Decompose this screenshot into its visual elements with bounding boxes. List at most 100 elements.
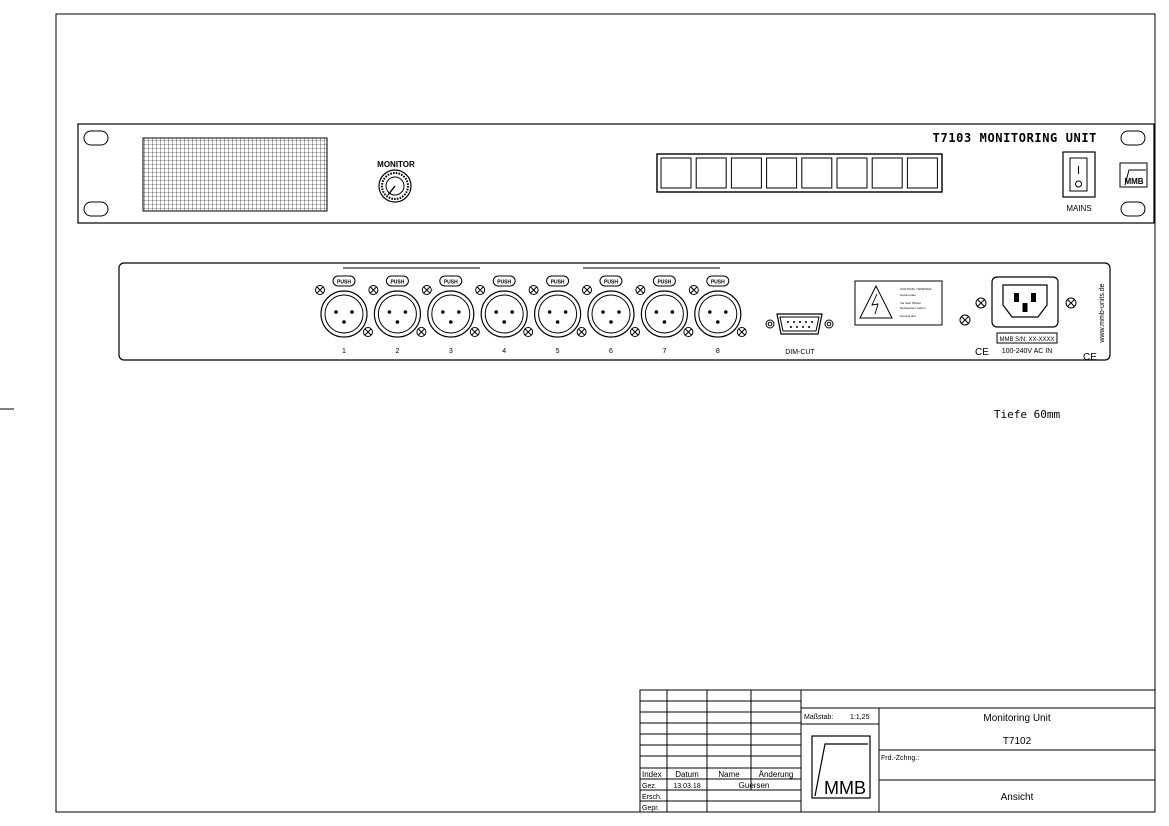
screw-6-2 bbox=[630, 327, 640, 337]
svg-text:Gerät erden: Gerät erden bbox=[900, 293, 916, 297]
select-button-8 bbox=[906, 157, 938, 189]
mains-label: MAINS bbox=[1066, 204, 1091, 213]
select-button-5 bbox=[801, 157, 833, 189]
drawing-frame bbox=[55, 13, 1156, 813]
serial-label-box bbox=[996, 332, 1058, 344]
svg-text:ACHTUNG / WARNING: ACHTUNG / WARNING bbox=[900, 287, 932, 291]
push-tab-4: PUSH bbox=[492, 275, 516, 287]
screw-8-1 bbox=[688, 285, 699, 295]
depth-note: Tiefe 60mm bbox=[994, 408, 1061, 421]
front-panel-outline bbox=[77, 123, 1155, 224]
xlr-connector-3 bbox=[427, 290, 475, 338]
rev-header-aenderung: Änderung bbox=[759, 770, 794, 779]
xlr-connector-1 bbox=[320, 290, 368, 338]
select-button-6 bbox=[836, 157, 868, 189]
svg-text:MMB: MMB bbox=[824, 778, 866, 798]
select-button-1 bbox=[660, 157, 692, 189]
rev-header-name: Name bbox=[718, 770, 740, 779]
xlr-number-8: 8 bbox=[716, 348, 720, 355]
push-tab-1: PUSH bbox=[332, 275, 356, 287]
svg-text:Vor dem Öffnen: Vor dem Öffnen bbox=[900, 301, 921, 305]
rev-header-index: Index bbox=[642, 770, 662, 779]
monitor-label: MONITOR bbox=[377, 160, 415, 169]
row-label-gepr: Gepr. bbox=[642, 805, 659, 812]
screw-5-1 bbox=[528, 285, 539, 295]
svg-text:Netzstecker ziehen: Netzstecker ziehen bbox=[900, 306, 926, 310]
screw-warning bbox=[959, 314, 971, 326]
row-datum-gez: 13.03.18 bbox=[673, 783, 700, 790]
svg-text:PUSH: PUSH bbox=[551, 280, 565, 286]
screw-1-1 bbox=[315, 285, 325, 295]
select-button-3 bbox=[730, 157, 762, 189]
screw-2-1 bbox=[368, 285, 379, 295]
screw-iec-left bbox=[975, 297, 987, 309]
dsub-connector bbox=[765, 313, 834, 335]
screw-2-2 bbox=[416, 327, 427, 337]
rev-header-datum: Datum bbox=[675, 770, 699, 779]
xlr-connector-7 bbox=[640, 290, 689, 338]
xlr-connector-6 bbox=[587, 290, 635, 338]
massstab-value: 1:1,25 bbox=[850, 714, 870, 721]
dsub-label: DIM-CUT bbox=[785, 349, 815, 356]
xlr-number-7: 7 bbox=[662, 348, 666, 355]
screw-4-1 bbox=[475, 285, 486, 295]
svg-text:PUSH: PUSH bbox=[604, 280, 618, 286]
front-logo: MMB bbox=[1119, 162, 1148, 188]
power-label: 100-240V AC IN bbox=[1002, 348, 1053, 355]
screw-8-2 bbox=[736, 327, 747, 337]
ce-mark-right: CE bbox=[1083, 352, 1097, 363]
rack-hole-top-left bbox=[83, 130, 109, 146]
xlr-number-6: 6 bbox=[609, 348, 613, 355]
push-tab-6: PUSH bbox=[599, 275, 623, 287]
screw-1-2 bbox=[363, 327, 373, 337]
rack-hole-bottom-right bbox=[1120, 201, 1146, 217]
svg-text:PUSH: PUSH bbox=[337, 280, 351, 286]
title-block-logo: MMB bbox=[811, 735, 871, 799]
screw-3-1 bbox=[421, 285, 432, 295]
screw-4-2 bbox=[523, 327, 534, 337]
xlr-number-1: 1 bbox=[342, 348, 346, 355]
xlr-connector-4 bbox=[480, 290, 528, 338]
serial-label: MMB S/N: XX-XXXX bbox=[999, 337, 1054, 343]
rack-hole-bottom-left bbox=[83, 201, 109, 217]
iec-power-inlet bbox=[991, 276, 1059, 328]
xlr-number-2: 2 bbox=[395, 348, 399, 355]
monitor-knob bbox=[378, 169, 412, 203]
speaker-grille bbox=[142, 137, 328, 212]
xlr-connector-8 bbox=[694, 290, 742, 338]
xlr-number-4: 4 bbox=[502, 348, 506, 355]
svg-text:PUSH: PUSH bbox=[497, 280, 511, 286]
xlr-connector-5 bbox=[533, 290, 582, 338]
svg-text:MMB: MMB bbox=[1124, 177, 1143, 186]
drawing-model: T7102 bbox=[1003, 736, 1032, 747]
screw-7-2 bbox=[683, 327, 694, 337]
push-tab-3: PUSH bbox=[439, 275, 463, 287]
xlr-number-3: 3 bbox=[449, 348, 453, 355]
select-button-2 bbox=[695, 157, 727, 189]
rack-hole-top-right bbox=[1120, 130, 1146, 146]
select-button-7 bbox=[871, 157, 903, 189]
front-panel: MONITOR T7103 MONITORING UNIT MAINS MMB bbox=[77, 123, 1155, 224]
svg-text:PUSH: PUSH bbox=[444, 280, 458, 286]
website-label: www.mmb-units.de bbox=[1099, 283, 1106, 343]
row-label-gez: Gez. bbox=[642, 783, 657, 790]
drawing-title: Monitoring Unit bbox=[983, 713, 1050, 724]
xlr-connector-2 bbox=[373, 290, 421, 338]
title-block-frame bbox=[639, 689, 1156, 813]
screw-7-1 bbox=[635, 285, 646, 295]
ce-mark-left: CE bbox=[975, 347, 989, 358]
screw-6-1 bbox=[582, 285, 592, 295]
xlr-number-5: 5 bbox=[556, 348, 560, 355]
screw-3-2 bbox=[469, 327, 480, 337]
push-tab-8: PUSH bbox=[706, 275, 730, 287]
svg-text:PUSH: PUSH bbox=[390, 280, 404, 286]
row-name-gez: Guersen bbox=[739, 781, 770, 790]
rear-panel-outline bbox=[118, 262, 1111, 361]
push-tab-7: PUSH bbox=[652, 275, 676, 287]
screw-iec-right bbox=[1065, 297, 1077, 309]
xlr-connectors: PUSH 1 PUSH 2 PUSH 3 PUSH 4 PUSH 5 PUSH 6 PUSH 7 PUSH 8 bbox=[315, 275, 747, 355]
warning-label: ACHTUNG / WARNING Gerät erden Vor dem Öf… bbox=[854, 280, 943, 326]
front-panel-title: T7103 MONITORING UNIT bbox=[933, 131, 1097, 145]
mains-switch bbox=[1062, 151, 1096, 198]
